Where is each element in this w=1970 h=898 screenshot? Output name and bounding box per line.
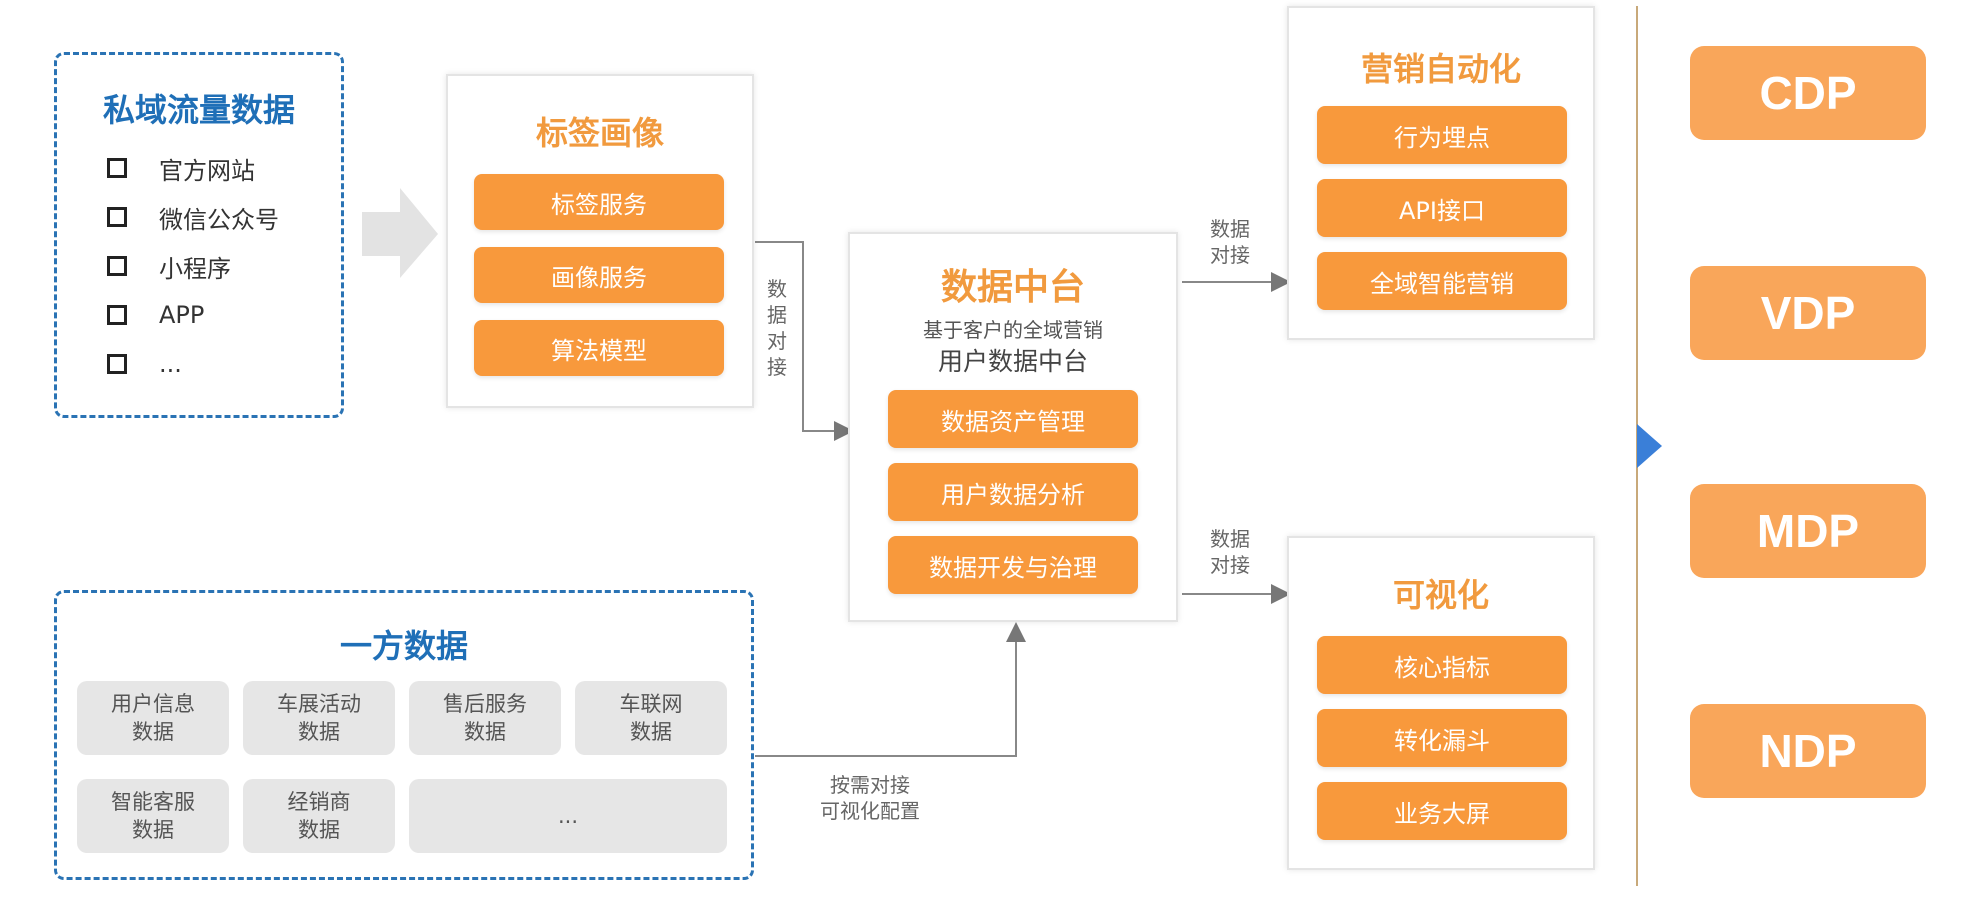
connector-tag-to-center bbox=[755, 241, 854, 441]
user-data-analysis-button[interactable]: 用户数据分析 bbox=[888, 463, 1138, 521]
profile-service-button[interactable]: 画像服务 bbox=[474, 247, 724, 303]
omnichannel-marketing-button[interactable]: 全域智能营销 bbox=[1317, 252, 1567, 310]
visualization-card: 可视化 核心指标 转化漏斗 业务大屏 bbox=[1287, 536, 1595, 870]
connector-label-marketing: 数据 对接 bbox=[1210, 217, 1250, 267]
list-item: APP bbox=[107, 298, 204, 332]
first-party-panel: 一方数据 用户信息数据 车展活动数据 售后服务数据 车联网数据 智能客服数据 经… bbox=[54, 590, 754, 880]
data-source-tile: 车展活动数据 bbox=[243, 681, 395, 755]
tag-service-button[interactable]: 标签服务 bbox=[474, 174, 724, 230]
checkbox-icon bbox=[107, 354, 127, 374]
data-source-tile: 用户信息数据 bbox=[77, 681, 229, 755]
list-item-label: 小程序 bbox=[159, 254, 231, 283]
behavior-tracking-button[interactable]: 行为埋点 bbox=[1317, 106, 1567, 164]
list-item-label: ... bbox=[159, 350, 182, 378]
connector-label-vertical: 数 据 对 接 bbox=[767, 277, 787, 379]
list-item-label: APP bbox=[159, 301, 205, 329]
list-item-label: 微信公众号 bbox=[159, 205, 279, 234]
data-source-tile: 经销商数据 bbox=[243, 779, 395, 853]
data-asset-management-button[interactable]: 数据资产管理 bbox=[888, 390, 1138, 448]
ndp-button[interactable]: NDP bbox=[1690, 704, 1926, 798]
vdp-button[interactable]: VDP bbox=[1690, 266, 1926, 360]
list-item: 微信公众号 bbox=[107, 200, 279, 234]
data-center-subtitle-2: 用户数据中台 bbox=[937, 347, 1088, 376]
checkbox-icon bbox=[107, 305, 127, 325]
connector-firstparty-to-center bbox=[755, 622, 1026, 757]
checkbox-icon bbox=[107, 256, 127, 276]
data-source-tile: 智能客服数据 bbox=[77, 779, 229, 853]
list-item: 官方网站 bbox=[107, 151, 255, 185]
data-center-card: 数据中台 基于客户的全域营销 用户数据中台 数据资产管理 用户数据分析 数据开发… bbox=[848, 232, 1178, 622]
core-metrics-button[interactable]: 核心指标 bbox=[1317, 636, 1567, 694]
first-party-title: 一方数据 bbox=[339, 627, 468, 665]
checkbox-icon bbox=[107, 207, 127, 227]
private-traffic-panel: 私域流量数据 官方网站 微信公众号 小程序 APP ... bbox=[54, 52, 344, 418]
flow-arrow-icon bbox=[362, 188, 438, 278]
conversion-funnel-button[interactable]: 转化漏斗 bbox=[1317, 709, 1567, 767]
connector-label-visualization: 数据 对接 bbox=[1210, 527, 1250, 577]
tag-profile-card: 标签画像 标签服务 画像服务 算法模型 bbox=[446, 74, 754, 408]
data-source-tile: 车联网数据 bbox=[575, 681, 727, 755]
pointer-triangle-icon bbox=[1637, 424, 1662, 468]
checkbox-icon bbox=[107, 158, 127, 178]
algorithm-model-button[interactable]: 算法模型 bbox=[474, 320, 724, 376]
data-development-governance-button[interactable]: 数据开发与治理 bbox=[888, 536, 1138, 594]
private-traffic-title: 私域流量数据 bbox=[102, 91, 295, 129]
connector-label-on-demand: 按需对接 可视化配置 bbox=[820, 773, 920, 823]
visualization-title: 可视化 bbox=[1392, 576, 1489, 614]
marketing-automation-title: 营销自动化 bbox=[1360, 50, 1521, 88]
list-item: 小程序 bbox=[107, 249, 231, 283]
api-interface-button[interactable]: API接口 bbox=[1317, 179, 1567, 237]
mdp-button[interactable]: MDP bbox=[1690, 484, 1926, 578]
business-dashboard-button[interactable]: 业务大屏 bbox=[1317, 782, 1567, 840]
list-item: ... bbox=[107, 347, 182, 381]
data-center-subtitle-1: 基于客户的全域营销 bbox=[923, 318, 1103, 342]
data-source-tile: 售后服务数据 bbox=[409, 681, 561, 755]
marketing-automation-card: 营销自动化 行为埋点 API接口 全域智能营销 bbox=[1287, 6, 1595, 340]
data-source-tile-more: ... bbox=[409, 779, 727, 853]
cdp-button[interactable]: CDP bbox=[1690, 46, 1926, 140]
tag-profile-title: 标签画像 bbox=[535, 114, 664, 152]
list-item-label: 官方网站 bbox=[159, 156, 255, 185]
data-center-title: 数据中台 bbox=[940, 267, 1085, 308]
